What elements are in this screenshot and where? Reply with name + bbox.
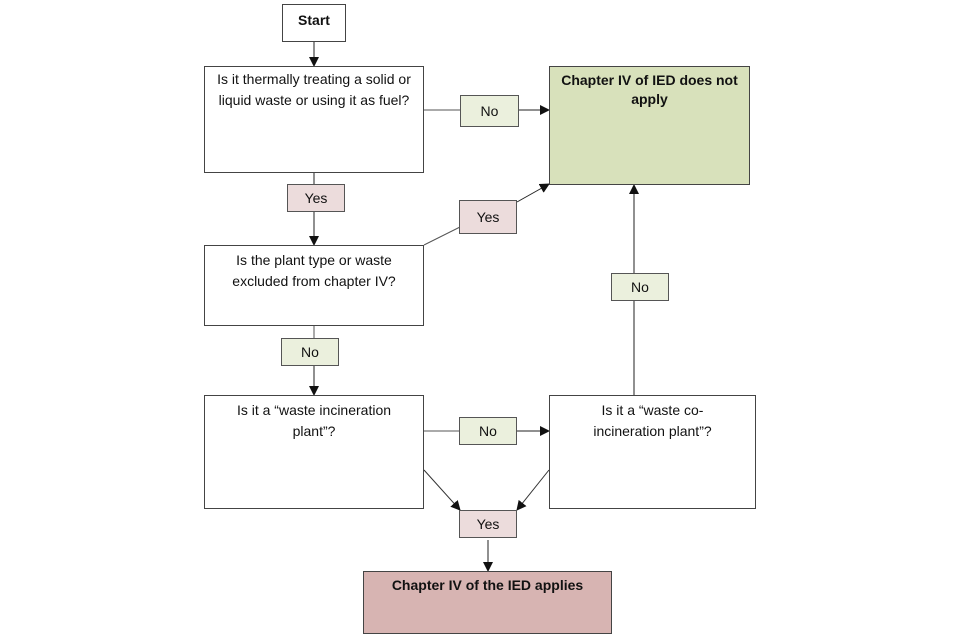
label-q2-yes-text: Yes bbox=[476, 209, 500, 225]
start-label: Start bbox=[298, 12, 330, 28]
label-q2-yes: Yes bbox=[459, 200, 517, 234]
label-q1-no-text: No bbox=[480, 103, 499, 119]
label-q4-no: No bbox=[611, 273, 669, 301]
label-q2-no: No bbox=[281, 338, 339, 366]
question-thermal-treatment: Is it thermally treating a solid or liqu… bbox=[204, 66, 424, 173]
edge-q3-yes bbox=[423, 469, 461, 511]
edge-q2-yes bbox=[423, 226, 461, 246]
question-waste-co-incineration-text: Is it a “waste co-incineration plant”? bbox=[593, 402, 712, 439]
question-waste-incineration: Is it a “waste incineration plant”? bbox=[204, 395, 424, 509]
question-excluded: Is the plant type or waste excluded from… bbox=[204, 245, 424, 326]
label-q1-yes: Yes bbox=[287, 184, 345, 212]
result-applies: Chapter IV of the IED applies bbox=[363, 571, 612, 634]
label-q3-no-text: No bbox=[479, 423, 497, 439]
label-q2-no-text: No bbox=[301, 344, 319, 360]
label-q3-q4-yes: Yes bbox=[459, 510, 517, 538]
label-q3-no: No bbox=[459, 417, 517, 445]
label-q4-no-text: No bbox=[631, 279, 649, 295]
result-not-apply-text: Chapter IV of IED does not apply bbox=[561, 72, 738, 107]
result-not-apply: Chapter IV of IED does not apply bbox=[549, 66, 750, 185]
question-excluded-text: Is the plant type or waste excluded from… bbox=[232, 252, 396, 289]
label-q1-no: No bbox=[460, 95, 519, 127]
question-waste-incineration-text: Is it a “waste incineration plant”? bbox=[236, 402, 392, 439]
label-q3-q4-yes-text: Yes bbox=[476, 516, 500, 532]
result-applies-text: Chapter IV of the IED applies bbox=[391, 577, 584, 593]
edge-q2-yes-arrow bbox=[516, 183, 550, 203]
question-waste-co-incineration: Is it a “waste co-incineration plant”? bbox=[549, 395, 756, 509]
start-node: Start bbox=[282, 4, 346, 42]
label-q1-yes-text: Yes bbox=[304, 190, 328, 206]
question-thermal-treatment-text: Is it thermally treating a solid or liqu… bbox=[217, 71, 411, 108]
edge-q4-yes bbox=[516, 469, 550, 511]
